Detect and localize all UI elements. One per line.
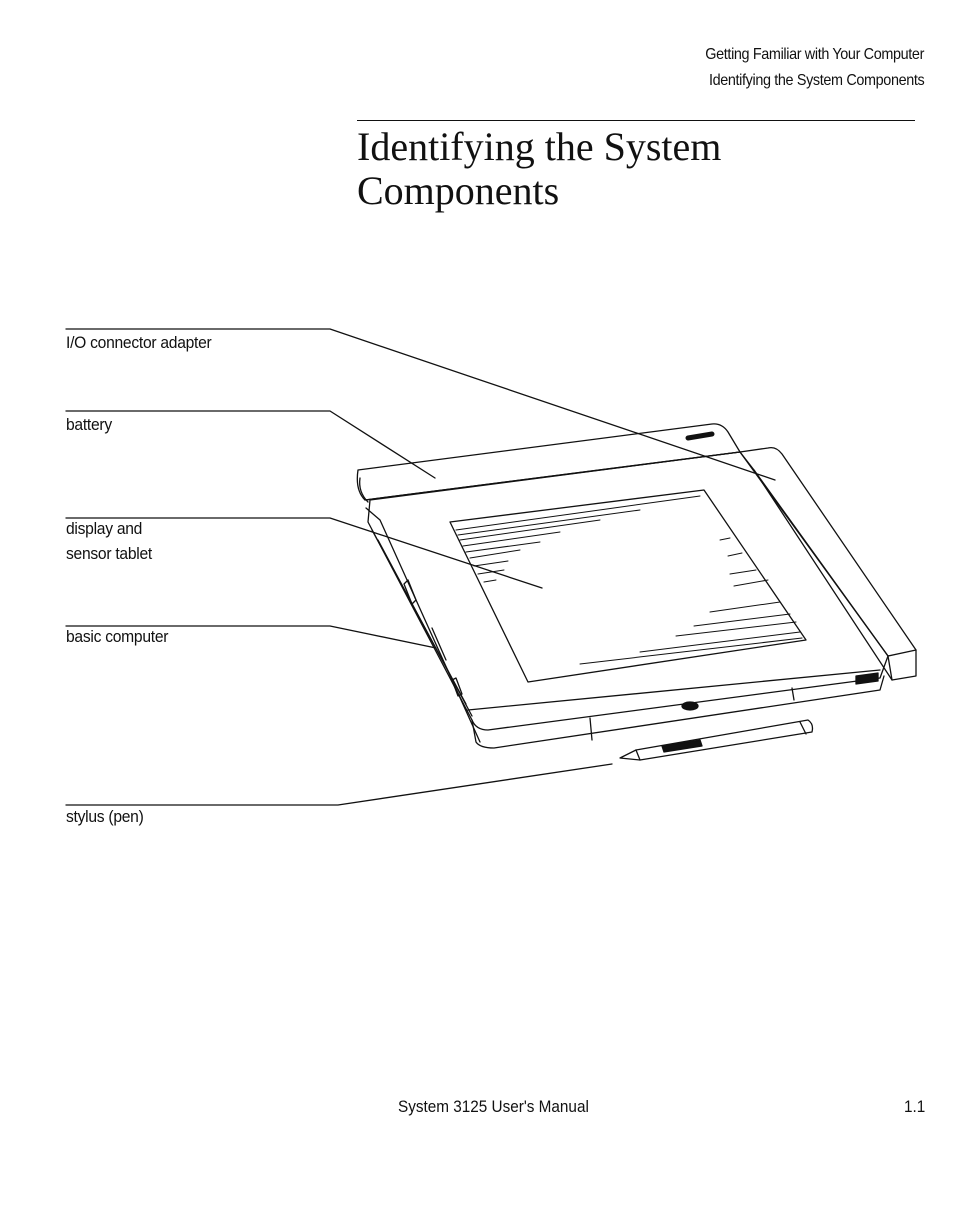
stylus-pen [620, 720, 813, 760]
leader-display [66, 518, 542, 588]
footer-page-number: 1.1 [904, 1097, 925, 1117]
leader-basic-computer [66, 626, 436, 648]
leader-battery [66, 411, 435, 478]
basic-computer-body [366, 452, 888, 748]
footer-manual-title: System 3125 User's Manual [398, 1097, 589, 1117]
io-connector-adapter [740, 448, 916, 680]
display-sensor-tablet [450, 490, 806, 682]
battery-pack [357, 424, 740, 502]
leader-lines [66, 329, 775, 805]
leader-io-adapter [66, 329, 775, 480]
leader-stylus [66, 764, 612, 805]
